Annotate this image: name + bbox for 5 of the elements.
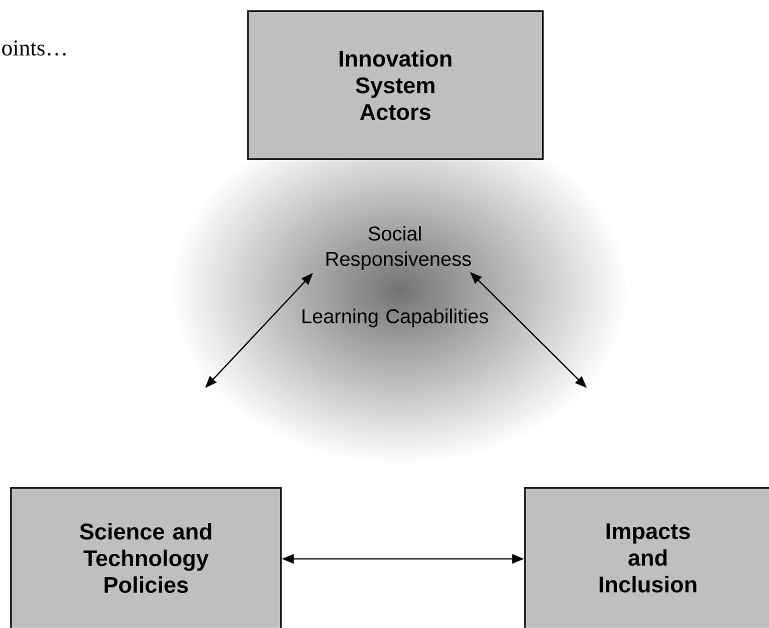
shaded-glow: Social Responsiveness Learning Capabilities xyxy=(302,226,488,328)
process-box: Science and Technology Policies xyxy=(10,487,282,628)
process-box: Impacts and Inclusion xyxy=(524,487,769,628)
process-box: Innovation System Actors xyxy=(247,10,544,160)
cut-off-text: oints… xyxy=(2,40,66,56)
